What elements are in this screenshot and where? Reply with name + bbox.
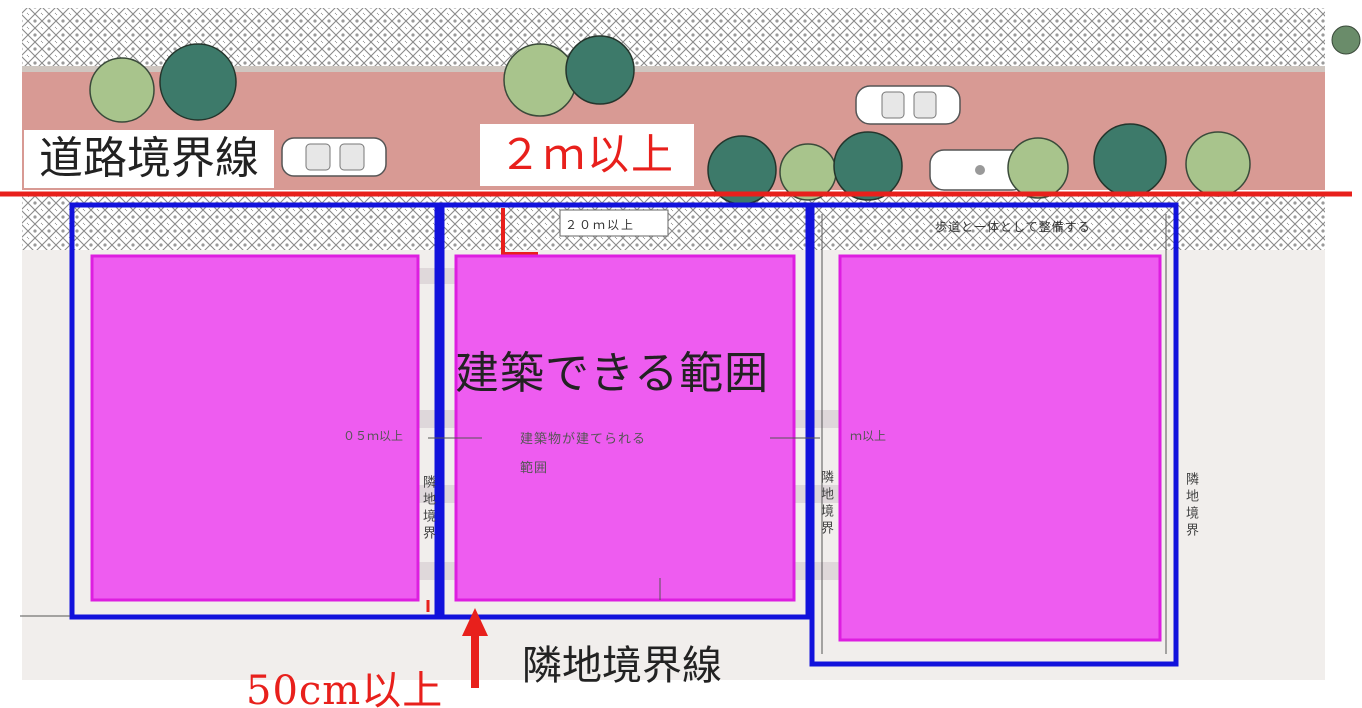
setback-05m-note: ０５ｍ以上 — [343, 429, 404, 443]
top-sidewalk — [22, 8, 1325, 68]
car-icon — [855, 85, 961, 125]
car-icon — [929, 149, 1027, 191]
meters-or-more-note: ｍ以上 — [850, 429, 887, 443]
sidewalk-note: 歩道と一体として整備する — [935, 220, 1091, 234]
neighbor-boundary-label: 隣地境界線 — [522, 643, 722, 689]
setback-2m-mark — [501, 208, 538, 256]
neighbor-boundary-note-1: 隣地境界 — [420, 475, 435, 543]
buildable-area-label: 建築できる範囲 — [455, 348, 770, 399]
lot-outline-middle — [439, 202, 811, 620]
car-icon — [281, 137, 387, 177]
tree-icon — [89, 25, 1361, 205]
road-boundary-label: 道路境界線 — [24, 130, 274, 188]
setback-20m-note: ２０ｍ以上 — [565, 218, 636, 232]
setback-50cm-label: 50cm以上 — [246, 668, 444, 708]
neighbor-boundary-note-3: 隣地境界 — [1183, 472, 1198, 540]
buildable-area-middle — [454, 254, 796, 602]
plan-thin-lines — [20, 214, 1167, 654]
buildable-area-left — [90, 254, 420, 602]
neighbor-boundary-note-2: 隣地境界 — [818, 470, 833, 538]
arrow-up-icon — [462, 608, 488, 688]
buildable-area-right — [838, 254, 1162, 642]
building-area-note-line1: 建築物が建てられる — [520, 432, 647, 447]
setback-2m-label: ２ｍ以上 — [480, 124, 694, 186]
lot-outline-left — [69, 202, 440, 620]
building-area-note-line2: 範囲 — [520, 461, 549, 476]
lot-outline-right — [809, 202, 1179, 667]
